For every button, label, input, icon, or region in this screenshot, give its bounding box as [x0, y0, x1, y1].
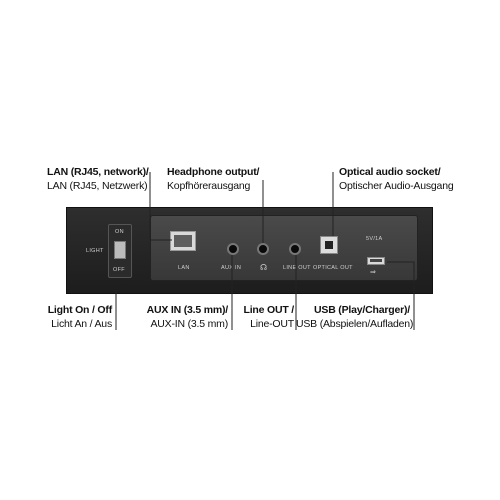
label-usb-de: USB (Abspielen/Aufladen) [296, 318, 414, 330]
aux-in-jack [227, 243, 239, 255]
label-optical: Optical audio socket/ Optischer Audio-Au… [339, 165, 454, 193]
usb-rating-label: 5V/1A [366, 236, 383, 242]
label-lineout-en: Line OUT / [243, 304, 294, 316]
label-usb-en: USB (Play/Charger)/ [314, 304, 410, 316]
label-lan: LAN (RJ45, network)/ LAN (RJ45, Netzwerk… [47, 165, 149, 193]
label-lineout-de: Line-OUT [250, 318, 294, 330]
switch-light-label: LIGHT [86, 248, 104, 254]
label-headphone-en: Headphone output/ [167, 166, 260, 178]
line-out-port-label: LINE OUT [283, 265, 311, 271]
label-optical-de: Optischer Audio-Ausgang [339, 180, 454, 192]
optical-out-aperture [325, 241, 333, 249]
label-lan-en: LAN (RJ45, network)/ [47, 166, 149, 178]
lan-port-contacts [174, 235, 192, 247]
optical-out-port-label: OPTICAL OUT [313, 265, 353, 271]
label-light-de: Licht An / Aus [51, 318, 112, 330]
headphone-jack [257, 243, 269, 255]
label-headphone-de: Kopfhörerausgang [167, 180, 251, 192]
label-auxin-de: AUX-IN (3.5 mm) [150, 318, 228, 330]
label-auxin: AUX IN (3.5 mm)/ AUX-IN (3.5 mm) [133, 303, 229, 331]
label-light: Light On / Off Licht An / Aus [40, 303, 112, 331]
light-switch[interactable] [114, 241, 126, 259]
label-usb: USB (Play/Charger)/ USB (Abspielen/Aufla… [296, 303, 414, 331]
usb-icon: ⇒ [370, 269, 377, 276]
label-light-en: Light On / Off [47, 304, 112, 316]
switch-off-label: OFF [113, 267, 125, 273]
headphone-icon: ☊ [260, 263, 268, 272]
label-optical-en: Optical audio socket/ [339, 166, 441, 178]
label-auxin-en: AUX IN (3.5 mm)/ [146, 304, 229, 316]
label-headphone: Headphone output/ Kopfhörerausgang [167, 165, 259, 193]
lan-port-label: LAN [178, 265, 190, 271]
label-lineout: Line OUT / Line-OUT [236, 303, 294, 331]
line-out-jack [289, 243, 301, 255]
label-lan-de: LAN (RJ45, Netzwerk) [47, 180, 148, 192]
usb-port-contacts [370, 259, 382, 262]
aux-in-port-label: AUX IN [221, 265, 242, 271]
switch-on-label: ON [115, 229, 124, 235]
